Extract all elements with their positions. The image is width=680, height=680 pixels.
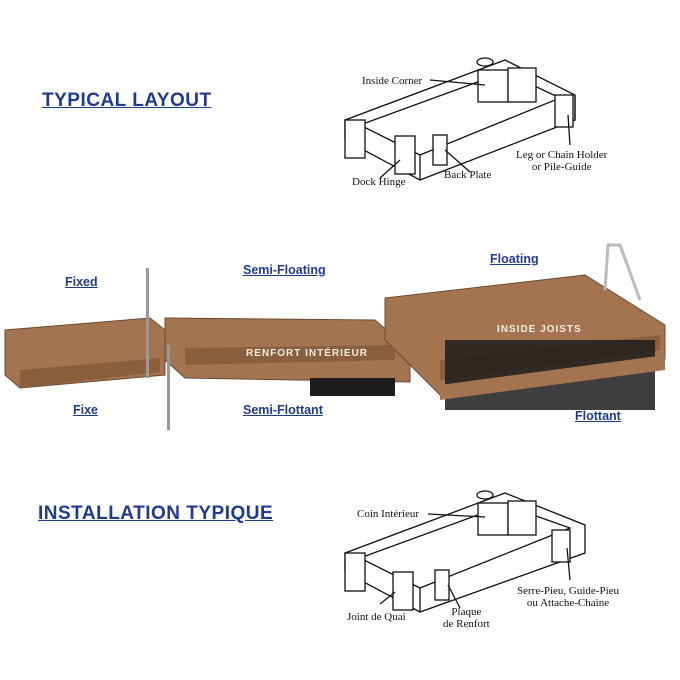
label-floating: Floating bbox=[490, 252, 539, 266]
leg-holder-label: Leg or Chain Holder or Pile-Guide bbox=[516, 149, 607, 173]
semi-floating-dock bbox=[164, 317, 411, 430]
label-flottant: Flottant bbox=[575, 409, 621, 423]
leg-holder-line1: Leg or Chain Holder bbox=[516, 149, 608, 161]
label-semi-flottant: Semi-Flottant bbox=[243, 403, 323, 417]
coin-interieur-label: Coin Intérieur bbox=[357, 508, 420, 520]
label-semi-floating: Semi-Floating bbox=[243, 263, 326, 277]
plaque-line2: de Renfort bbox=[443, 618, 490, 630]
serre-pieu-line2: ou Attache-Chaine bbox=[526, 597, 610, 609]
title-french: INSTALLATION TYPIQUE bbox=[38, 503, 274, 524]
label-fixed: Fixed bbox=[65, 275, 98, 289]
inside-corner-label: Inside Corner bbox=[362, 75, 423, 87]
serre-pieu-label: Serre-Pieu, Guide-Pieu ou Attache-Chaine bbox=[517, 585, 619, 609]
back-plate-label: Back Plate bbox=[444, 169, 492, 181]
plaque-label: Plaque de Renfort bbox=[443, 606, 490, 630]
frame-diagram-french bbox=[344, 490, 586, 613]
frame-diagram-english bbox=[344, 57, 576, 181]
floating-dock bbox=[384, 243, 666, 410]
dock-hinge-label: Dock Hinge bbox=[352, 176, 406, 188]
label-fixe: Fixe bbox=[73, 403, 99, 417]
serre-pieu-line1: Serre-Pieu, Guide-Pieu bbox=[517, 585, 620, 597]
renfort-text: RENFORT INTÉRIEUR bbox=[246, 348, 368, 359]
fixed-dock bbox=[4, 268, 166, 389]
plaque-line1: Plaque bbox=[451, 606, 482, 618]
joint-de-quai-label: Joint de Quai bbox=[347, 611, 406, 623]
leg-holder-line2: or Pile-Guide bbox=[531, 161, 592, 173]
inside-joists-text: INSIDE JOISTS bbox=[497, 324, 582, 335]
title-english: TYPICAL LAYOUT bbox=[42, 90, 212, 111]
